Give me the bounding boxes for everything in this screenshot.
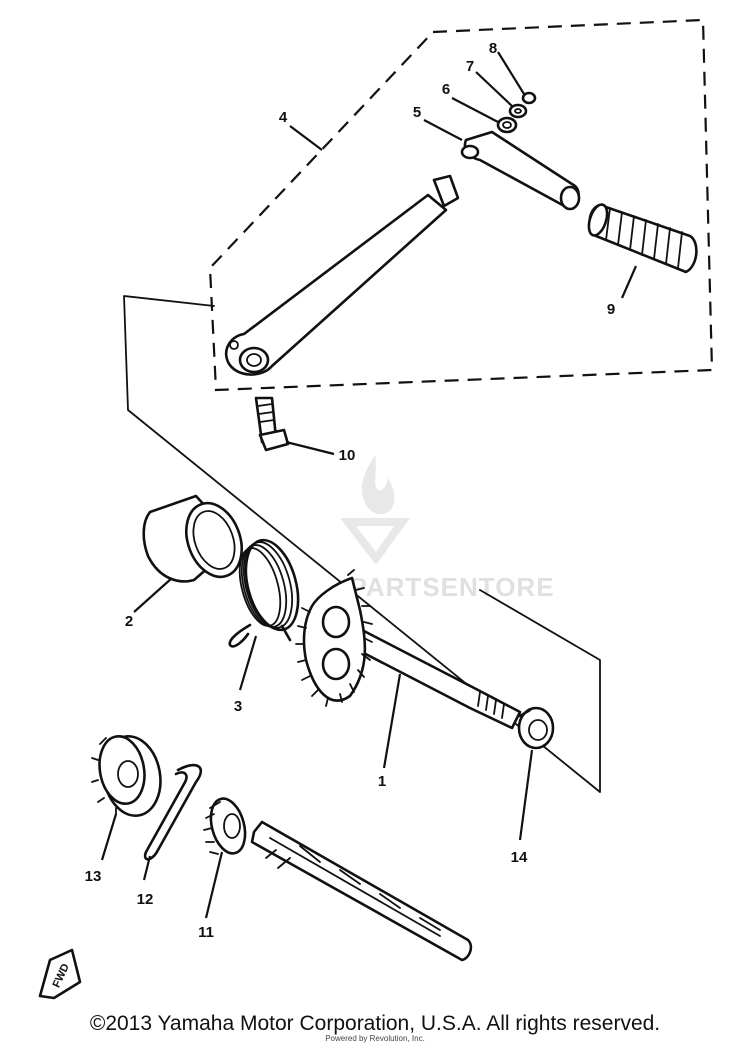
ratchet-clutch xyxy=(91,734,162,817)
bolt xyxy=(254,396,290,452)
callout-5: 5 xyxy=(413,104,421,121)
callout-11: 11 xyxy=(198,924,214,941)
callout-8: 8 xyxy=(489,40,497,57)
grip xyxy=(587,203,698,274)
shaft-washer xyxy=(517,706,555,750)
spring-cover xyxy=(142,494,243,583)
assembly-box-4 xyxy=(208,18,714,392)
kick-crank-arm xyxy=(224,174,460,376)
watermark: PARTSENTORE xyxy=(340,455,554,602)
assembly-outline xyxy=(123,295,601,793)
callout-3: 3 xyxy=(234,698,242,715)
callout-13: 13 xyxy=(85,868,102,885)
fwd-direction-marker: FWD xyxy=(38,948,82,1000)
callout-labels: 4 5 6 7 8 9 10 2 3 1 14 13 12 11 xyxy=(85,40,616,941)
watermark-text: PARTSENTORE xyxy=(349,572,554,602)
credit-text: Powered by Revolution, Inc. xyxy=(325,1034,425,1043)
callout-10: 10 xyxy=(339,447,356,464)
callout-9: 9 xyxy=(607,301,615,318)
callout-7: 7 xyxy=(466,58,474,75)
callout-12: 12 xyxy=(137,891,154,908)
coil-spring xyxy=(228,538,300,648)
callout-4: 4 xyxy=(279,109,288,126)
watermark-v-icon xyxy=(340,518,410,565)
callout-2: 2 xyxy=(125,613,133,630)
watermark-flame-icon xyxy=(361,455,395,515)
callout-14: 14 xyxy=(511,849,528,866)
copyright-notice: ©2013 Yamaha Motor Corporation, U.S.A. A… xyxy=(89,1012,661,1035)
pinion-gear xyxy=(203,797,247,855)
callout-6: 6 xyxy=(442,81,450,98)
kick-shaft-gear xyxy=(295,569,522,730)
main-axle xyxy=(250,820,473,962)
leader-lines xyxy=(100,51,638,919)
pedal-arm xyxy=(460,130,581,211)
small-parts xyxy=(496,91,537,134)
callout-1: 1 xyxy=(378,773,386,790)
